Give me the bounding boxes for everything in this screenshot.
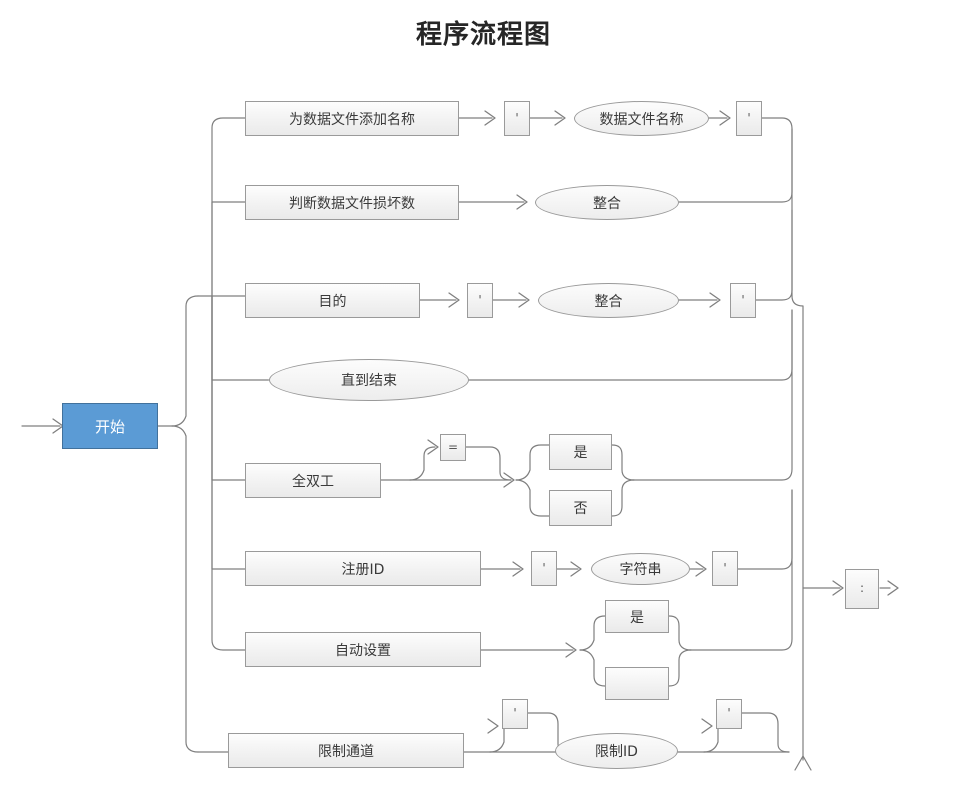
- register-id-label: 注册ID: [341, 561, 385, 578]
- yes-box-1-label: 是: [573, 445, 588, 461]
- no-box-1[interactable]: 否: [549, 490, 612, 526]
- quote-box-1-label: ': [515, 110, 519, 125]
- integrate-oval-2-label: 整合: [594, 293, 623, 310]
- no-box-1-label: 否: [573, 501, 588, 517]
- register-id-box[interactable]: 注册ID: [245, 551, 481, 586]
- quote-box-7-label: ': [513, 706, 517, 720]
- exit-node[interactable]: :: [845, 569, 879, 609]
- data-file-name-label: 数据文件名称: [599, 111, 684, 128]
- quote-box-5[interactable]: ': [531, 551, 557, 586]
- quote-box-4-label: ': [741, 292, 745, 307]
- quote-box-2-label: ': [747, 110, 751, 125]
- quote-box-8-label: ': [727, 706, 731, 720]
- equals-box-label: =: [447, 439, 459, 454]
- restrict-id-oval[interactable]: 限制ID: [555, 733, 678, 769]
- yes-box-1[interactable]: 是: [549, 434, 612, 470]
- yes-box-2-label: 是: [630, 609, 644, 626]
- restrict-channel-box[interactable]: 限制通道: [228, 733, 464, 768]
- restrict-channel-label: 限制通道: [318, 743, 374, 760]
- yes-box-2[interactable]: 是: [605, 600, 669, 633]
- judge-damaged-files-label: 判断数据文件损坏数: [289, 195, 415, 212]
- until-end-oval[interactable]: 直到结束: [269, 359, 469, 401]
- until-end-label: 直到结束: [341, 373, 397, 389]
- quote-box-4[interactable]: ': [730, 283, 756, 318]
- purpose-box[interactable]: 目的: [245, 283, 420, 318]
- purpose-label: 目的: [318, 293, 347, 310]
- quote-box-6[interactable]: ': [712, 551, 738, 586]
- add-data-file-name-box[interactable]: 为数据文件添加名称: [245, 101, 459, 136]
- string-oval-label: 字符串: [619, 562, 662, 578]
- auto-setup-label: 自动设置: [335, 642, 391, 659]
- quote-box-1[interactable]: ': [504, 101, 530, 136]
- page-title: 程序流程图: [415, 20, 551, 50]
- quote-box-3[interactable]: ': [467, 283, 493, 318]
- start-node-label: 开始: [94, 417, 125, 436]
- start-node[interactable]: 开始: [62, 403, 158, 449]
- auto-setup-box[interactable]: 自动设置: [245, 632, 481, 667]
- quote-box-2[interactable]: ': [736, 101, 762, 136]
- quote-box-7[interactable]: ': [502, 699, 528, 729]
- integrate-oval-2[interactable]: 整合: [538, 283, 679, 318]
- quote-box-5-label: ': [542, 560, 546, 575]
- string-oval[interactable]: 字符串: [591, 553, 690, 585]
- quote-box-6-label: ': [723, 560, 727, 575]
- data-file-name-oval[interactable]: 数据文件名称: [574, 101, 709, 136]
- exit-node-label: :: [859, 581, 865, 595]
- add-data-file-name-label: 为数据文件添加名称: [289, 111, 415, 128]
- quote-box-3-label: ': [478, 292, 482, 307]
- integrate-oval-1-label: 整合: [593, 195, 621, 212]
- judge-damaged-files-box[interactable]: 判断数据文件损坏数: [245, 185, 459, 220]
- equals-box[interactable]: =: [440, 434, 466, 461]
- restrict-id-label: 限制ID: [595, 744, 638, 760]
- quote-box-8[interactable]: ': [716, 699, 742, 729]
- full-duplex-label: 全双工: [292, 473, 334, 490]
- integrate-oval-1[interactable]: 整合: [535, 185, 679, 220]
- full-duplex-box[interactable]: 全双工: [245, 463, 381, 498]
- empty-box[interactable]: [605, 667, 669, 700]
